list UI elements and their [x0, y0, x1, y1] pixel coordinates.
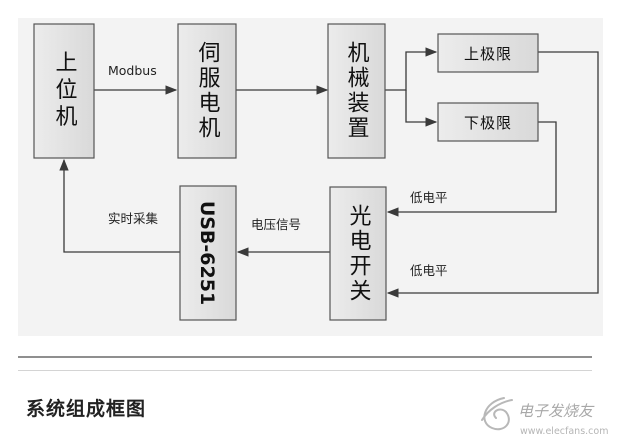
- block-labels: 上位机 伺服电机 机械装置 上极限 下极限 光电开关 USB-6251: [52, 41, 512, 305]
- arrow-mech-to-lower-limit: [405, 90, 438, 127]
- arrow-upper-limit-to-photo: [386, 51, 599, 298]
- modbus-label: Modbus: [108, 63, 157, 78]
- edge-labels: Modbus 低电平 低电平 电压信号 实时采集: [108, 63, 448, 278]
- caption-rule: [18, 356, 592, 358]
- host-label: 上位机: [52, 51, 78, 132]
- servo-box: [177, 23, 237, 159]
- low-level-label-2: 低电平: [410, 263, 448, 278]
- upper-limit-label: 上极限: [464, 45, 512, 63]
- low-level-label-1: 低电平: [410, 190, 448, 205]
- figure-caption: 系统组成框图: [26, 398, 147, 420]
- realtime-label: 实时采集: [108, 211, 159, 226]
- watermark-url: www.elecfans.com: [520, 426, 608, 437]
- voltage-signal-label: 电压信号: [251, 217, 301, 232]
- upper-limit-box: [437, 33, 539, 73]
- usb-box: [179, 185, 237, 321]
- photo-box: [329, 186, 387, 321]
- host-box: [33, 23, 95, 159]
- lower-limit-box: [437, 102, 539, 142]
- caption-rule-light: [18, 370, 592, 371]
- arrow-lower-limit-to-photo: [386, 121, 557, 217]
- mech-label: 机械装置: [344, 41, 370, 141]
- watermark-text: 电子发烧友: [518, 402, 595, 420]
- lower-limit-label: 下极限: [464, 114, 512, 132]
- watermark-swirl-icon: [481, 397, 513, 431]
- photo-label: 光电开关: [346, 204, 372, 304]
- mech-box: [327, 23, 386, 159]
- arrow-mech-to-upper-limit: [385, 47, 438, 91]
- connectors: [59, 47, 599, 298]
- usb-label: USB-6251: [196, 201, 218, 305]
- blocks: [33, 23, 539, 321]
- watermark-logo: 电子发烧友 www.elecfans.com: [481, 397, 608, 437]
- servo-label: 伺服电机: [195, 41, 221, 141]
- arrow-usb-to-host: [59, 158, 180, 253]
